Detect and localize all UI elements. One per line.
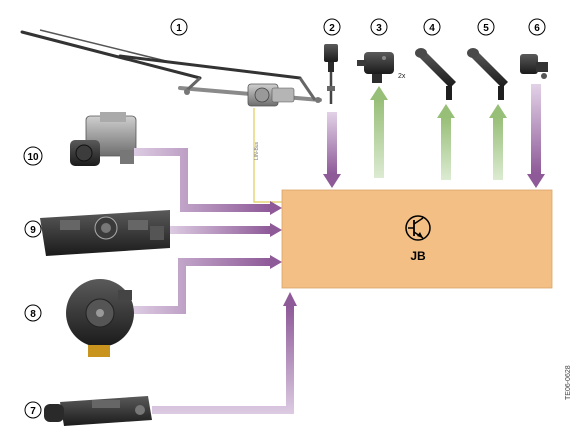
arrow-from-part-2 bbox=[323, 112, 341, 188]
svg-text:5: 5 bbox=[483, 23, 489, 34]
washer-nozzle-left-image bbox=[415, 48, 456, 100]
lin-bus-label: LIN-Bus bbox=[254, 141, 260, 160]
arrow-to-part-4 bbox=[437, 104, 455, 180]
light-switch-image bbox=[40, 210, 170, 256]
svg-text:4: 4 bbox=[429, 23, 435, 34]
callout-5: 5 bbox=[477, 18, 495, 36]
lin-bus-wire: LIN-Bus bbox=[253, 108, 282, 203]
washer-nozzle-right-image bbox=[467, 48, 508, 100]
arrow-to-part-3 bbox=[370, 86, 388, 178]
svg-text:9: 9 bbox=[30, 225, 36, 236]
svg-text:1: 1 bbox=[176, 23, 182, 34]
svg-text:3: 3 bbox=[376, 23, 382, 34]
callout-4: 4 bbox=[423, 18, 441, 36]
wiper-linkage-image bbox=[20, 29, 322, 107]
pump-multiplier: 2x bbox=[398, 73, 406, 80]
figure-code: TE06-0628 bbox=[565, 365, 572, 400]
callout-6: 6 bbox=[528, 18, 546, 36]
callout-3: 3 bbox=[370, 18, 388, 36]
washer-pump-image bbox=[357, 52, 394, 83]
control-unit-image bbox=[70, 112, 137, 166]
svg-text:2: 2 bbox=[329, 23, 335, 34]
arrow-from-part-8 bbox=[134, 255, 282, 314]
junction-box bbox=[281, 189, 553, 289]
rotary-sensor-image bbox=[66, 279, 134, 357]
callout-7: 7 bbox=[24, 401, 42, 419]
svg-text:8: 8 bbox=[30, 309, 36, 320]
arrow-from-part-9 bbox=[170, 223, 282, 237]
wiper-stalk-image bbox=[44, 396, 152, 426]
arrow-from-part-7 bbox=[152, 292, 297, 414]
callout-10: 10 bbox=[23, 146, 43, 166]
arrow-from-part-10 bbox=[134, 148, 282, 215]
callout-1: 1 bbox=[170, 18, 188, 36]
callout-2: 2 bbox=[323, 18, 341, 36]
svg-text:7: 7 bbox=[30, 406, 36, 417]
svg-text:6: 6 bbox=[534, 23, 540, 34]
sensor-image bbox=[324, 44, 338, 104]
callout-8: 8 bbox=[24, 304, 42, 322]
arrow-to-part-5 bbox=[489, 104, 507, 180]
callout-9: 9 bbox=[24, 220, 42, 238]
svg-text:10: 10 bbox=[27, 152, 39, 163]
level-switch-image bbox=[520, 54, 548, 79]
jb-label: JB bbox=[410, 249, 426, 263]
arrow-from-part-6 bbox=[527, 84, 545, 188]
transistor-symbol bbox=[405, 215, 431, 241]
